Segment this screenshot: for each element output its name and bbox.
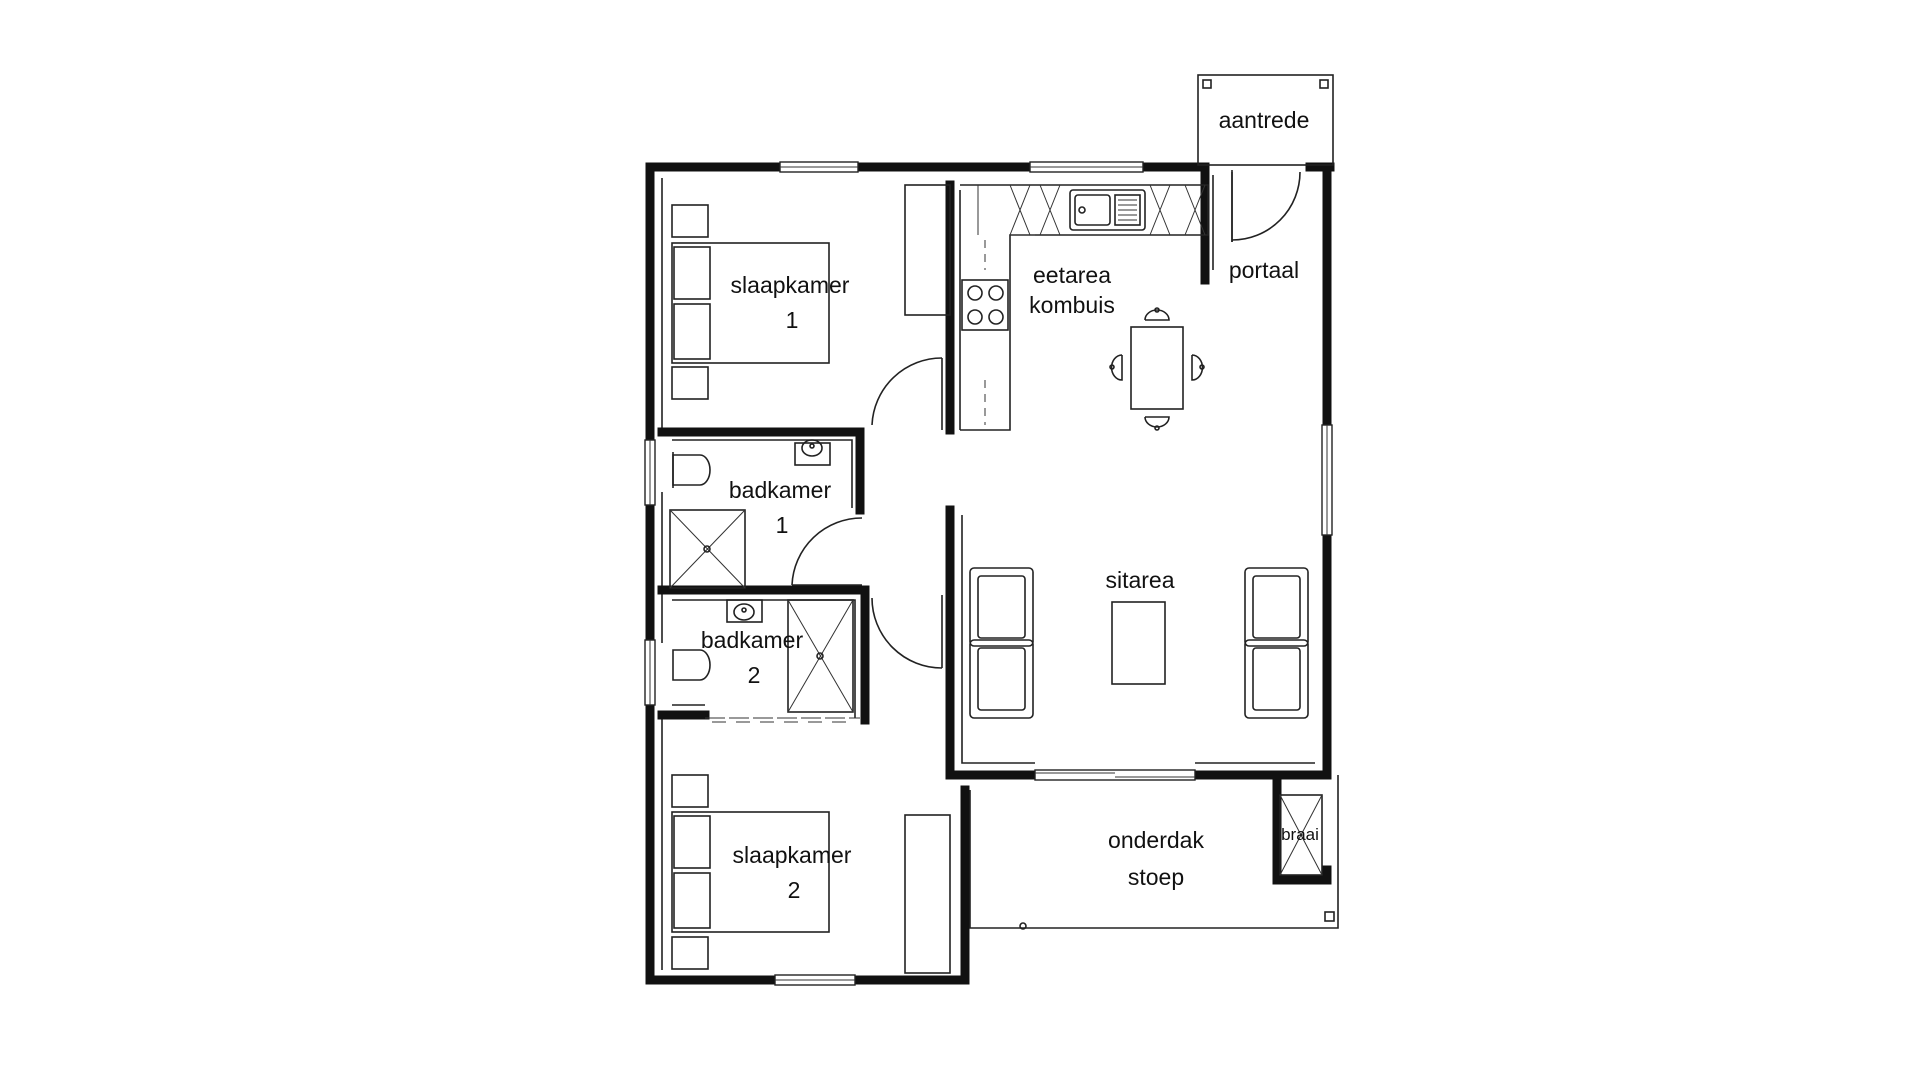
room-label-slaapkamer-2: slaapkamer xyxy=(733,842,852,868)
armchair-icon xyxy=(1244,639,1309,719)
sink-icon xyxy=(1069,189,1146,231)
room-label-slaapkamer-1: slaapkamer xyxy=(731,272,850,298)
room-label-stoep: stoep xyxy=(1128,864,1184,890)
aantrede-step xyxy=(1197,74,1334,166)
armchair-icon xyxy=(969,567,1034,647)
room-label-sitarea: sitarea xyxy=(1105,567,1174,593)
coffee-table-icon xyxy=(1111,601,1166,685)
door-swing-icon xyxy=(871,357,943,430)
room-label-onderdak: onderdak xyxy=(1108,827,1204,853)
armchair-icon xyxy=(969,639,1034,719)
room-number-slaapkamer-2: 2 xyxy=(788,877,801,903)
wardrobe-icon xyxy=(904,814,951,974)
room-label-portaal: portaal xyxy=(1229,257,1299,283)
toilet-icon xyxy=(672,452,711,488)
door-swing-icon xyxy=(1231,171,1301,242)
stoep-area xyxy=(969,775,1339,930)
stove-icon xyxy=(961,279,1009,331)
basin-icon xyxy=(726,599,763,623)
label-braai: braai xyxy=(1281,825,1319,844)
kitchen-counter xyxy=(960,184,1209,431)
shower-icon xyxy=(669,509,746,589)
bed-icon xyxy=(671,204,830,400)
braai-icon xyxy=(1279,794,1323,876)
sliding-door xyxy=(1034,769,1196,781)
room-label-eetarea: eetarea xyxy=(1033,262,1111,288)
toilet-icon xyxy=(672,649,711,681)
room-number-badkamer-1: 1 xyxy=(776,512,789,538)
door-swing-icon xyxy=(871,595,943,669)
windows xyxy=(644,161,1333,986)
room-label-badkamer-2: badkamer xyxy=(701,627,804,653)
basin-icon xyxy=(794,439,831,466)
room-number-slaapkamer-1: 1 xyxy=(786,307,799,333)
room-label-aantrede: aantrede xyxy=(1219,107,1310,133)
armchair-icon xyxy=(1244,567,1309,647)
bed-icon xyxy=(671,774,830,970)
door-swing-icon xyxy=(791,517,863,586)
room-number-badkamer-2: 2 xyxy=(748,662,761,688)
shower-icon xyxy=(787,599,854,713)
room-label-kombuis: kombuis xyxy=(1029,292,1115,318)
wardrobe-icon xyxy=(904,184,951,316)
room-label-badkamer-1: badkamer xyxy=(729,477,832,503)
dining-table-icon xyxy=(1109,307,1205,431)
